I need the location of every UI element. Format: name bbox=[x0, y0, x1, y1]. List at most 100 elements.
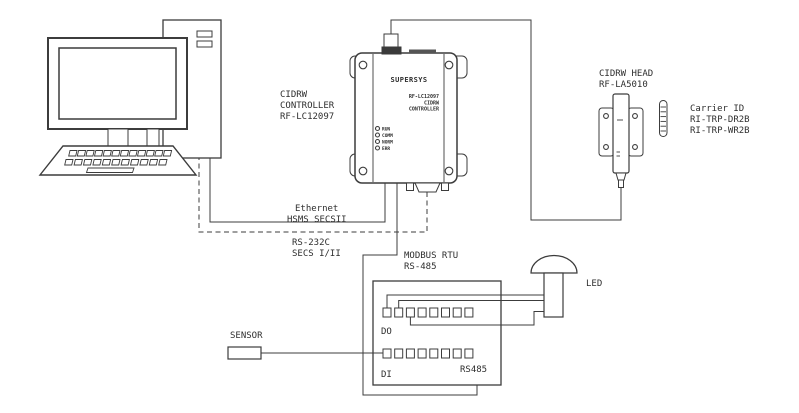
bracket-hole bbox=[603, 113, 609, 119]
mounting-hole bbox=[444, 166, 454, 176]
led-post bbox=[543, 272, 564, 318]
host-computer bbox=[38, 19, 222, 176]
do-led-wire-1 bbox=[386, 294, 544, 308]
do-terminal bbox=[394, 307, 404, 318]
keyboard-key bbox=[136, 150, 147, 157]
di-terminal bbox=[452, 348, 462, 359]
transponder-capsule bbox=[659, 100, 668, 137]
keyboard-key bbox=[119, 150, 130, 157]
antenna-cable-line bbox=[390, 19, 622, 221]
io-module: DO DI RS485 bbox=[372, 280, 502, 386]
di-terminal bbox=[417, 348, 427, 359]
do-terminal bbox=[382, 307, 392, 318]
led-label: LED bbox=[586, 279, 602, 289]
ethernet-connection-line bbox=[209, 158, 386, 223]
modbus-connection-line bbox=[362, 183, 478, 396]
ethernet-label-1: Ethernet bbox=[295, 204, 338, 214]
controller-panel-text: CONTROLLER bbox=[409, 107, 440, 113]
di-terminal-row bbox=[382, 348, 474, 359]
keyboard-key bbox=[129, 159, 140, 166]
do-led-wire-2 bbox=[398, 300, 544, 308]
keyboard-key bbox=[76, 150, 87, 157]
controller-label-2: CONTROLLER bbox=[280, 101, 335, 111]
keyboard-key bbox=[162, 150, 173, 157]
dsub-screw-post bbox=[441, 182, 449, 191]
status-led-comm bbox=[374, 132, 381, 138]
mounting-hole bbox=[358, 166, 368, 176]
controller-body bbox=[354, 52, 458, 184]
status-led-run bbox=[374, 125, 381, 132]
keyboard-key bbox=[111, 150, 121, 157]
controller-brand-text: SUPERSYS bbox=[391, 76, 428, 84]
head-cable-stub bbox=[618, 179, 624, 188]
carrier-label-1: Carrier ID bbox=[690, 104, 744, 114]
keyboard-key bbox=[111, 159, 121, 166]
status-led-label: NORM bbox=[382, 140, 393, 146]
keyboard-key bbox=[128, 150, 138, 157]
keyboard-key bbox=[82, 159, 93, 166]
drive-bay-slot bbox=[196, 40, 213, 48]
ethernet-label-2: HSMS SECSII bbox=[287, 215, 347, 225]
controller-model-text: RF-LC12097 bbox=[409, 94, 439, 100]
do-terminal-row bbox=[382, 307, 474, 318]
bracket-hole bbox=[603, 144, 609, 150]
bracket-hole bbox=[632, 113, 638, 119]
di-terminal bbox=[464, 348, 474, 359]
head-label-1: CIDRW HEAD bbox=[599, 69, 653, 79]
status-led-norm bbox=[374, 138, 381, 145]
top-terminal-strip bbox=[409, 49, 436, 53]
carrier-id-transponder bbox=[659, 100, 668, 137]
di-terminal bbox=[405, 348, 415, 359]
controller-label-1: CIDRW bbox=[280, 90, 308, 100]
io-module-body bbox=[372, 280, 502, 386]
controller-label-3: RF-LC12097 bbox=[280, 112, 334, 122]
keyboard-key bbox=[93, 150, 104, 157]
modbus-label-1: MODBUS RTU bbox=[404, 251, 458, 261]
sensor-body bbox=[227, 346, 262, 360]
led-indicator bbox=[530, 254, 578, 318]
keyboard-key bbox=[158, 159, 168, 166]
modbus-label-2: RS-485 bbox=[404, 262, 437, 272]
do-terminal bbox=[464, 307, 474, 318]
carrier-label-3: RI-TRP-WR2B bbox=[690, 126, 750, 136]
keyboard-key bbox=[120, 159, 130, 166]
transponder-segments bbox=[660, 106, 666, 132]
mounting-hole bbox=[444, 60, 454, 70]
rs232-label-1: RS-232C bbox=[292, 238, 330, 248]
keyboard-key bbox=[68, 150, 78, 157]
di-terminal bbox=[394, 348, 404, 359]
di-terminal bbox=[441, 348, 450, 359]
keyboard-key bbox=[145, 150, 155, 157]
keyboard-key bbox=[64, 159, 74, 166]
keyboard-key bbox=[102, 150, 112, 157]
head-cable-boot bbox=[615, 172, 627, 181]
antenna-base bbox=[381, 46, 402, 55]
dsub-screw-post bbox=[406, 182, 414, 191]
cidrw-head bbox=[598, 93, 644, 188]
keyboard-key bbox=[101, 159, 112, 166]
do-led-wire-3 bbox=[409, 311, 544, 326]
status-led-label: ERR bbox=[382, 146, 390, 152]
do-terminal bbox=[405, 307, 415, 318]
cidrw-controller: SUPERSYS RF-LC12097 CIDRW CONTROLLER RUN… bbox=[349, 33, 468, 193]
do-terminal bbox=[429, 307, 439, 318]
carrier-label-2: RI-TRP-DR2B bbox=[690, 115, 750, 125]
sensor-label: SENSOR bbox=[230, 331, 263, 341]
di-label: DI bbox=[381, 370, 392, 380]
monitor-stand bbox=[107, 128, 129, 147]
antenna-connector bbox=[383, 33, 399, 49]
keyboard-key bbox=[85, 150, 95, 157]
do-terminal bbox=[452, 307, 462, 318]
status-led-label: COMM bbox=[382, 133, 393, 139]
status-led-label: RUN bbox=[382, 127, 390, 133]
keyboard-key bbox=[154, 150, 164, 157]
di-terminal bbox=[382, 348, 392, 359]
keyboard-key bbox=[139, 159, 149, 166]
dsub-connector bbox=[414, 182, 441, 193]
controller-panel-text: CIDRW bbox=[424, 101, 440, 107]
rs232-label-2: SECS I/II bbox=[292, 249, 341, 259]
led-dome bbox=[530, 254, 578, 274]
drive-bay-slot bbox=[196, 30, 213, 38]
